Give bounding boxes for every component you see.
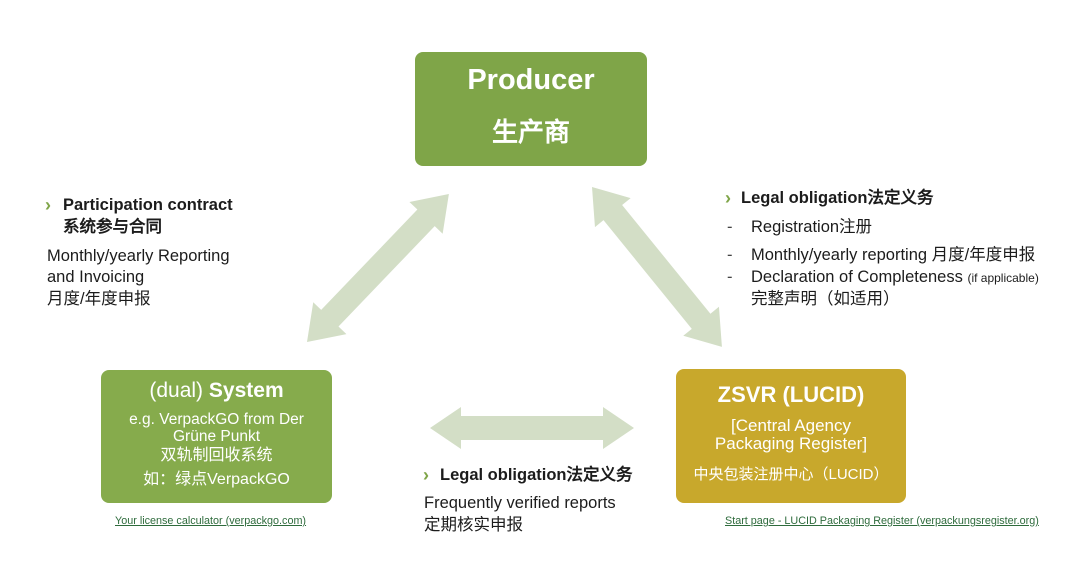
system-description-line: 双轨制回收系统 <box>160 447 273 464</box>
obligation-item: Registration注册 <box>751 218 873 236</box>
dash-bullet: - <box>727 268 733 286</box>
lucid-register-start-page-link[interactable]: Start page - LUCID Packaging Register (v… <box>725 515 1039 527</box>
system-description-line: Grüne Punkt <box>172 428 261 445</box>
zsvr-description-line: [Central Agency <box>730 416 851 435</box>
arrow-producer-system <box>307 194 449 342</box>
participation-contract-line: 月度/年度申报 <box>47 290 151 308</box>
system-description-line: 如：绿点VerpackGO <box>143 471 290 488</box>
system-node: (dual) System e.g. VerpackGO from Der Gr… <box>101 370 332 503</box>
arrow-producer-zsvr <box>592 187 722 347</box>
participation-contract-heading-zh: 系统参与合同 <box>63 218 162 236</box>
verpackgo-license-calculator-link[interactable]: Your license calculator (verpackgo.com) <box>115 515 307 527</box>
participation-contract-line: and Invoicing <box>47 268 145 286</box>
system-description-line: e.g. VerpackGO from Der <box>129 411 304 428</box>
chevron-bullet-icon: › <box>423 465 429 485</box>
system-title-main: System <box>208 379 284 402</box>
verified-reports-line: 定期核实申报 <box>424 516 523 534</box>
dash-bullet: - <box>727 246 733 264</box>
participation-contract-line: Monthly/yearly Reporting <box>47 247 230 265</box>
system-title-prefix: (dual) <box>149 379 204 402</box>
zsvr-description-line: 中央包装注册中心（LUCID） <box>693 466 889 483</box>
chevron-bullet-icon: › <box>45 195 51 215</box>
participation-contract-heading: Participation contract <box>63 196 233 214</box>
obligation-item-zh: 完整声明（如适用） <box>751 290 900 308</box>
system-title: (dual) System <box>101 378 332 404</box>
arrow-system-zsvr <box>430 407 634 449</box>
verified-reports-line: Frequently verified reports <box>424 494 616 512</box>
producer-title: Producer <box>467 64 595 96</box>
producer-subtitle: 生产商 <box>491 117 570 147</box>
obligation-item-note: (if applicable) <box>967 271 1039 285</box>
zsvr-title: ZSVR (LUCID) <box>717 382 865 407</box>
legal-obligation-heading: Legal obligation法定义务 <box>440 466 633 484</box>
legal-obligation-heading: Legal obligation法定义务 <box>741 189 934 207</box>
dash-bullet: - <box>727 218 733 236</box>
obligation-item-text: Declaration of Completeness <box>751 268 963 286</box>
chevron-bullet-icon: › <box>725 188 731 208</box>
zsvr-description-line: Packaging Register] <box>714 434 868 453</box>
obligation-item: Declaration of Completeness (if applicab… <box>751 266 1039 289</box>
producer-node: Producer 生产商 <box>415 52 647 166</box>
obligation-item: Monthly/yearly reporting 月度/年度申报 <box>751 246 1036 264</box>
zsvr-node: ZSVR (LUCID) [Central Agency Packaging R… <box>676 369 906 503</box>
